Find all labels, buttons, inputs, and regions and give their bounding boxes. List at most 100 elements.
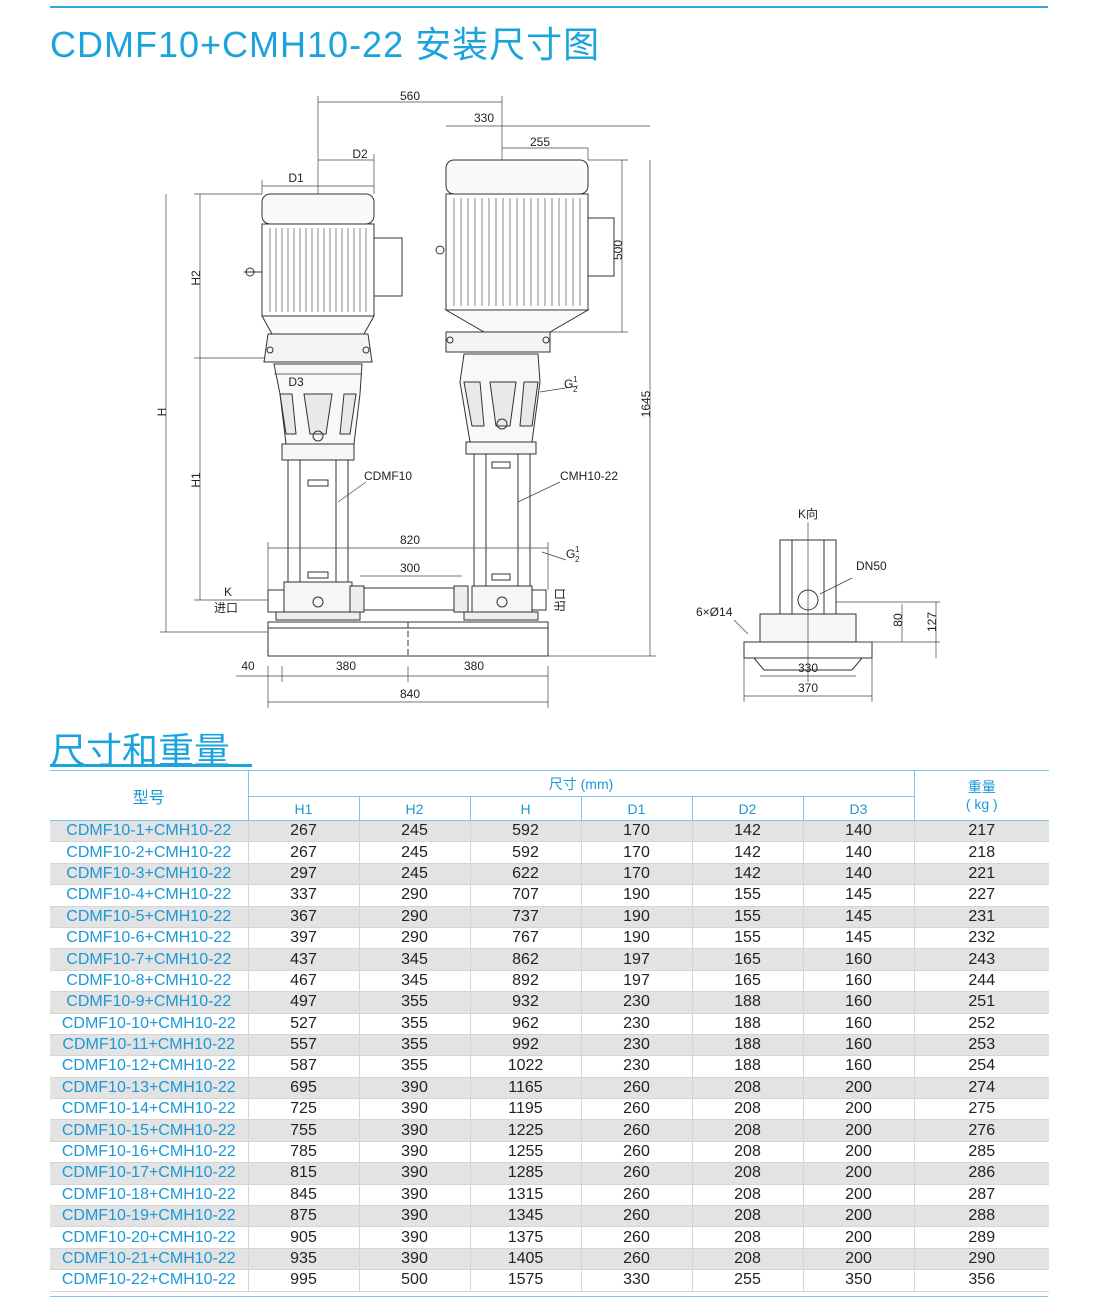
value-cell: 290 <box>913 1248 1050 1271</box>
value-cell: 587 <box>247 1055 359 1078</box>
dim-h: H <box>155 408 169 417</box>
value-cell: 725 <box>247 1098 359 1121</box>
value-cell: 155 <box>691 927 803 950</box>
value-cell: 190 <box>580 906 692 928</box>
value-cell: 330 <box>580 1269 692 1292</box>
dim-820: 820 <box>400 533 420 547</box>
value-cell: 297 <box>247 863 359 886</box>
value-cell: 218 <box>913 841 1050 864</box>
value-cell: 142 <box>691 863 803 886</box>
value-cell: 160 <box>802 948 915 971</box>
value-cell: 695 <box>247 1077 359 1100</box>
header-col-h: H <box>469 796 582 821</box>
left-terminal-box <box>373 237 403 297</box>
dim-330: 330 <box>474 111 494 125</box>
value-cell: 290 <box>358 884 470 907</box>
header-col-d2: D2 <box>691 796 804 821</box>
value-cell: 592 <box>469 820 581 843</box>
model-cell: CDMF10-20+CMH10-22 <box>50 1226 248 1249</box>
value-cell: 397 <box>247 927 359 950</box>
value-cell: 208 <box>691 1077 803 1100</box>
dim-1645: 1645 <box>639 390 653 417</box>
value-cell: 208 <box>691 1162 803 1185</box>
dim-500: 500 <box>611 240 625 260</box>
value-cell: 170 <box>580 841 692 864</box>
value-cell: 260 <box>580 1077 692 1100</box>
header-col-h1: H1 <box>247 796 360 821</box>
value-cell: 170 <box>580 820 692 843</box>
dim-d2: D2 <box>352 147 368 161</box>
value-cell: 208 <box>691 1141 803 1164</box>
dim-370-k: 370 <box>798 681 818 695</box>
value-cell: 286 <box>913 1162 1050 1185</box>
value-cell: 355 <box>358 1034 470 1057</box>
header-weight: 重量 ( kg ) <box>913 770 1050 821</box>
label-g-bottom-den: 2 <box>575 555 580 564</box>
model-cell: CDMF10-19+CMH10-22 <box>50 1205 248 1228</box>
value-cell: 140 <box>802 841 915 864</box>
model-cell: CDMF10-11+CMH10-22 <box>50 1034 248 1057</box>
value-cell: 355 <box>358 1055 470 1078</box>
model-cell: CDMF10-6+CMH10-22 <box>50 927 248 950</box>
value-cell: 200 <box>802 1248 915 1271</box>
value-cell: 155 <box>691 906 803 928</box>
value-cell: 160 <box>802 991 915 1014</box>
value-cell: 188 <box>691 1034 803 1057</box>
value-cell: 232 <box>913 927 1050 950</box>
label-cdmf10: CDMF10 <box>364 469 412 483</box>
label-g-top-den: 2 <box>573 385 578 394</box>
value-cell: 285 <box>913 1141 1050 1164</box>
bottom-rule <box>50 1296 1048 1297</box>
top-rule <box>50 6 1048 8</box>
value-cell: 230 <box>580 1034 692 1057</box>
value-cell: 160 <box>802 1013 915 1035</box>
value-cell: 200 <box>802 1098 915 1121</box>
value-cell: 467 <box>247 970 359 993</box>
value-cell: 355 <box>358 991 470 1014</box>
model-cell: CDMF10-5+CMH10-22 <box>50 906 248 928</box>
dim-d3: D3 <box>288 375 304 389</box>
value-cell: 142 <box>691 820 803 843</box>
value-cell: 815 <box>247 1162 359 1185</box>
value-cell: 845 <box>247 1184 359 1207</box>
model-cell: CDMF10-18+CMH10-22 <box>50 1184 248 1207</box>
dim-h2: H2 <box>189 270 203 286</box>
value-cell: 160 <box>802 970 915 993</box>
value-cell: 255 <box>691 1269 803 1292</box>
value-cell: 245 <box>358 820 470 843</box>
value-cell: 200 <box>802 1226 915 1249</box>
dim-380-right: 380 <box>464 659 484 673</box>
value-cell: 142 <box>691 841 803 864</box>
value-cell: 208 <box>691 1098 803 1121</box>
value-cell: 289 <box>913 1226 1050 1249</box>
value-cell: 767 <box>469 927 581 950</box>
header-col-h2: H2 <box>358 796 471 821</box>
value-cell: 1405 <box>469 1248 581 1271</box>
value-cell: 188 <box>691 1055 803 1078</box>
label-k: K <box>224 585 232 599</box>
label-inlet: 进口 <box>214 601 238 615</box>
value-cell: 1225 <box>469 1119 581 1142</box>
value-cell: 208 <box>691 1184 803 1207</box>
value-cell: 875 <box>247 1205 359 1228</box>
value-cell: 345 <box>358 948 470 971</box>
header-col-d3: D3 <box>802 796 915 821</box>
page-title: CDMF10+CMH10-22 安装尺寸图 <box>50 24 601 65</box>
value-cell: 390 <box>358 1077 470 1100</box>
header-model: 型号 <box>50 770 249 821</box>
